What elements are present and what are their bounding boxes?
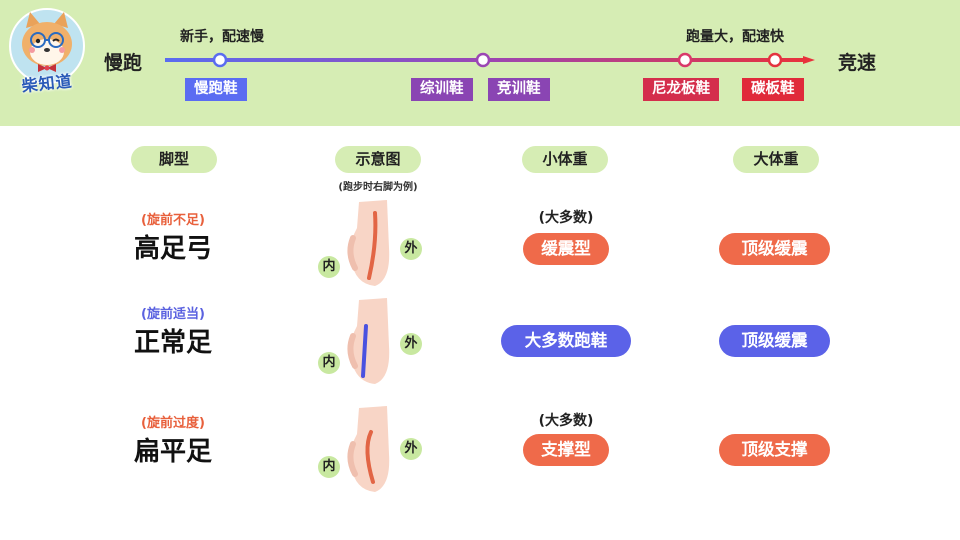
shoe-tag-cross-training: 综训鞋: [411, 78, 473, 101]
header-foot-type: 脚型: [131, 146, 217, 173]
shoe-recommendation-top-support: 顶级支撑: [719, 434, 830, 466]
shiba-dog-logo: [9, 8, 85, 84]
row-note-overpronation: (旋前过度): [141, 416, 205, 431]
row-title-flat-foot: 扁平足: [133, 437, 212, 467]
foot-diagram-normal: [347, 298, 390, 384]
majority-note: (大多数): [538, 413, 594, 429]
header-heavy-weight: 大体重: [733, 146, 819, 173]
spectrum-node: [677, 52, 693, 68]
shoe-recommendation-support: 支撑型: [523, 434, 609, 466]
row-title-normal-foot: 正常足: [133, 328, 212, 358]
majority-note: (大多数): [538, 210, 594, 226]
shoe-tag-race-training: 竞训鞋: [488, 78, 550, 101]
shoe-recommendation-most-shoes: 大多数跑鞋: [501, 325, 631, 357]
inner-side-label: 内: [318, 256, 340, 278]
foot-diagram-flat: [347, 406, 390, 492]
racing-label: 竞速: [838, 52, 877, 74]
shoe-recommendation-cushion: 缓震型: [523, 233, 609, 265]
jogging-label: 慢跑: [104, 52, 143, 74]
shoe-tag-jogging: 慢跑鞋: [185, 78, 247, 101]
diagram-note: (跑步时右脚为例): [338, 182, 418, 193]
inner-side-label: 内: [318, 352, 340, 374]
arrow-head-icon: [803, 56, 815, 64]
foot-diagram-high-arch: [347, 200, 390, 286]
outer-side-label: 外: [400, 238, 422, 260]
spectrum-nodes: [212, 52, 783, 68]
outer-side-label: 外: [400, 333, 422, 355]
header-diagram: 示意图: [335, 146, 421, 173]
advanced-annotation: 跑量大，配速快: [686, 29, 784, 45]
shoe-tag-nylon-plate: 尼龙板鞋: [643, 78, 719, 101]
spectrum-node: [212, 52, 228, 68]
shoe-tag-carbon-plate: 碳板鞋: [742, 78, 804, 101]
row-note-neutral: (旋前适当): [141, 307, 205, 322]
spectrum-node: [767, 52, 783, 68]
spectrum-node: [475, 52, 491, 68]
row-title-high-arch: 高足弓: [133, 234, 212, 264]
shoe-recommendation-top-cushion: 顶级缓震: [719, 233, 830, 265]
header-light-weight: 小体重: [522, 146, 608, 173]
outer-side-label: 外: [400, 438, 422, 460]
inner-side-label: 内: [318, 456, 340, 478]
beginner-annotation: 新手，配速慢: [180, 29, 264, 45]
shoe-recommendation-top-cushion: 顶级缓震: [719, 325, 830, 357]
row-note-underpronation: (旋前不足): [141, 213, 205, 228]
